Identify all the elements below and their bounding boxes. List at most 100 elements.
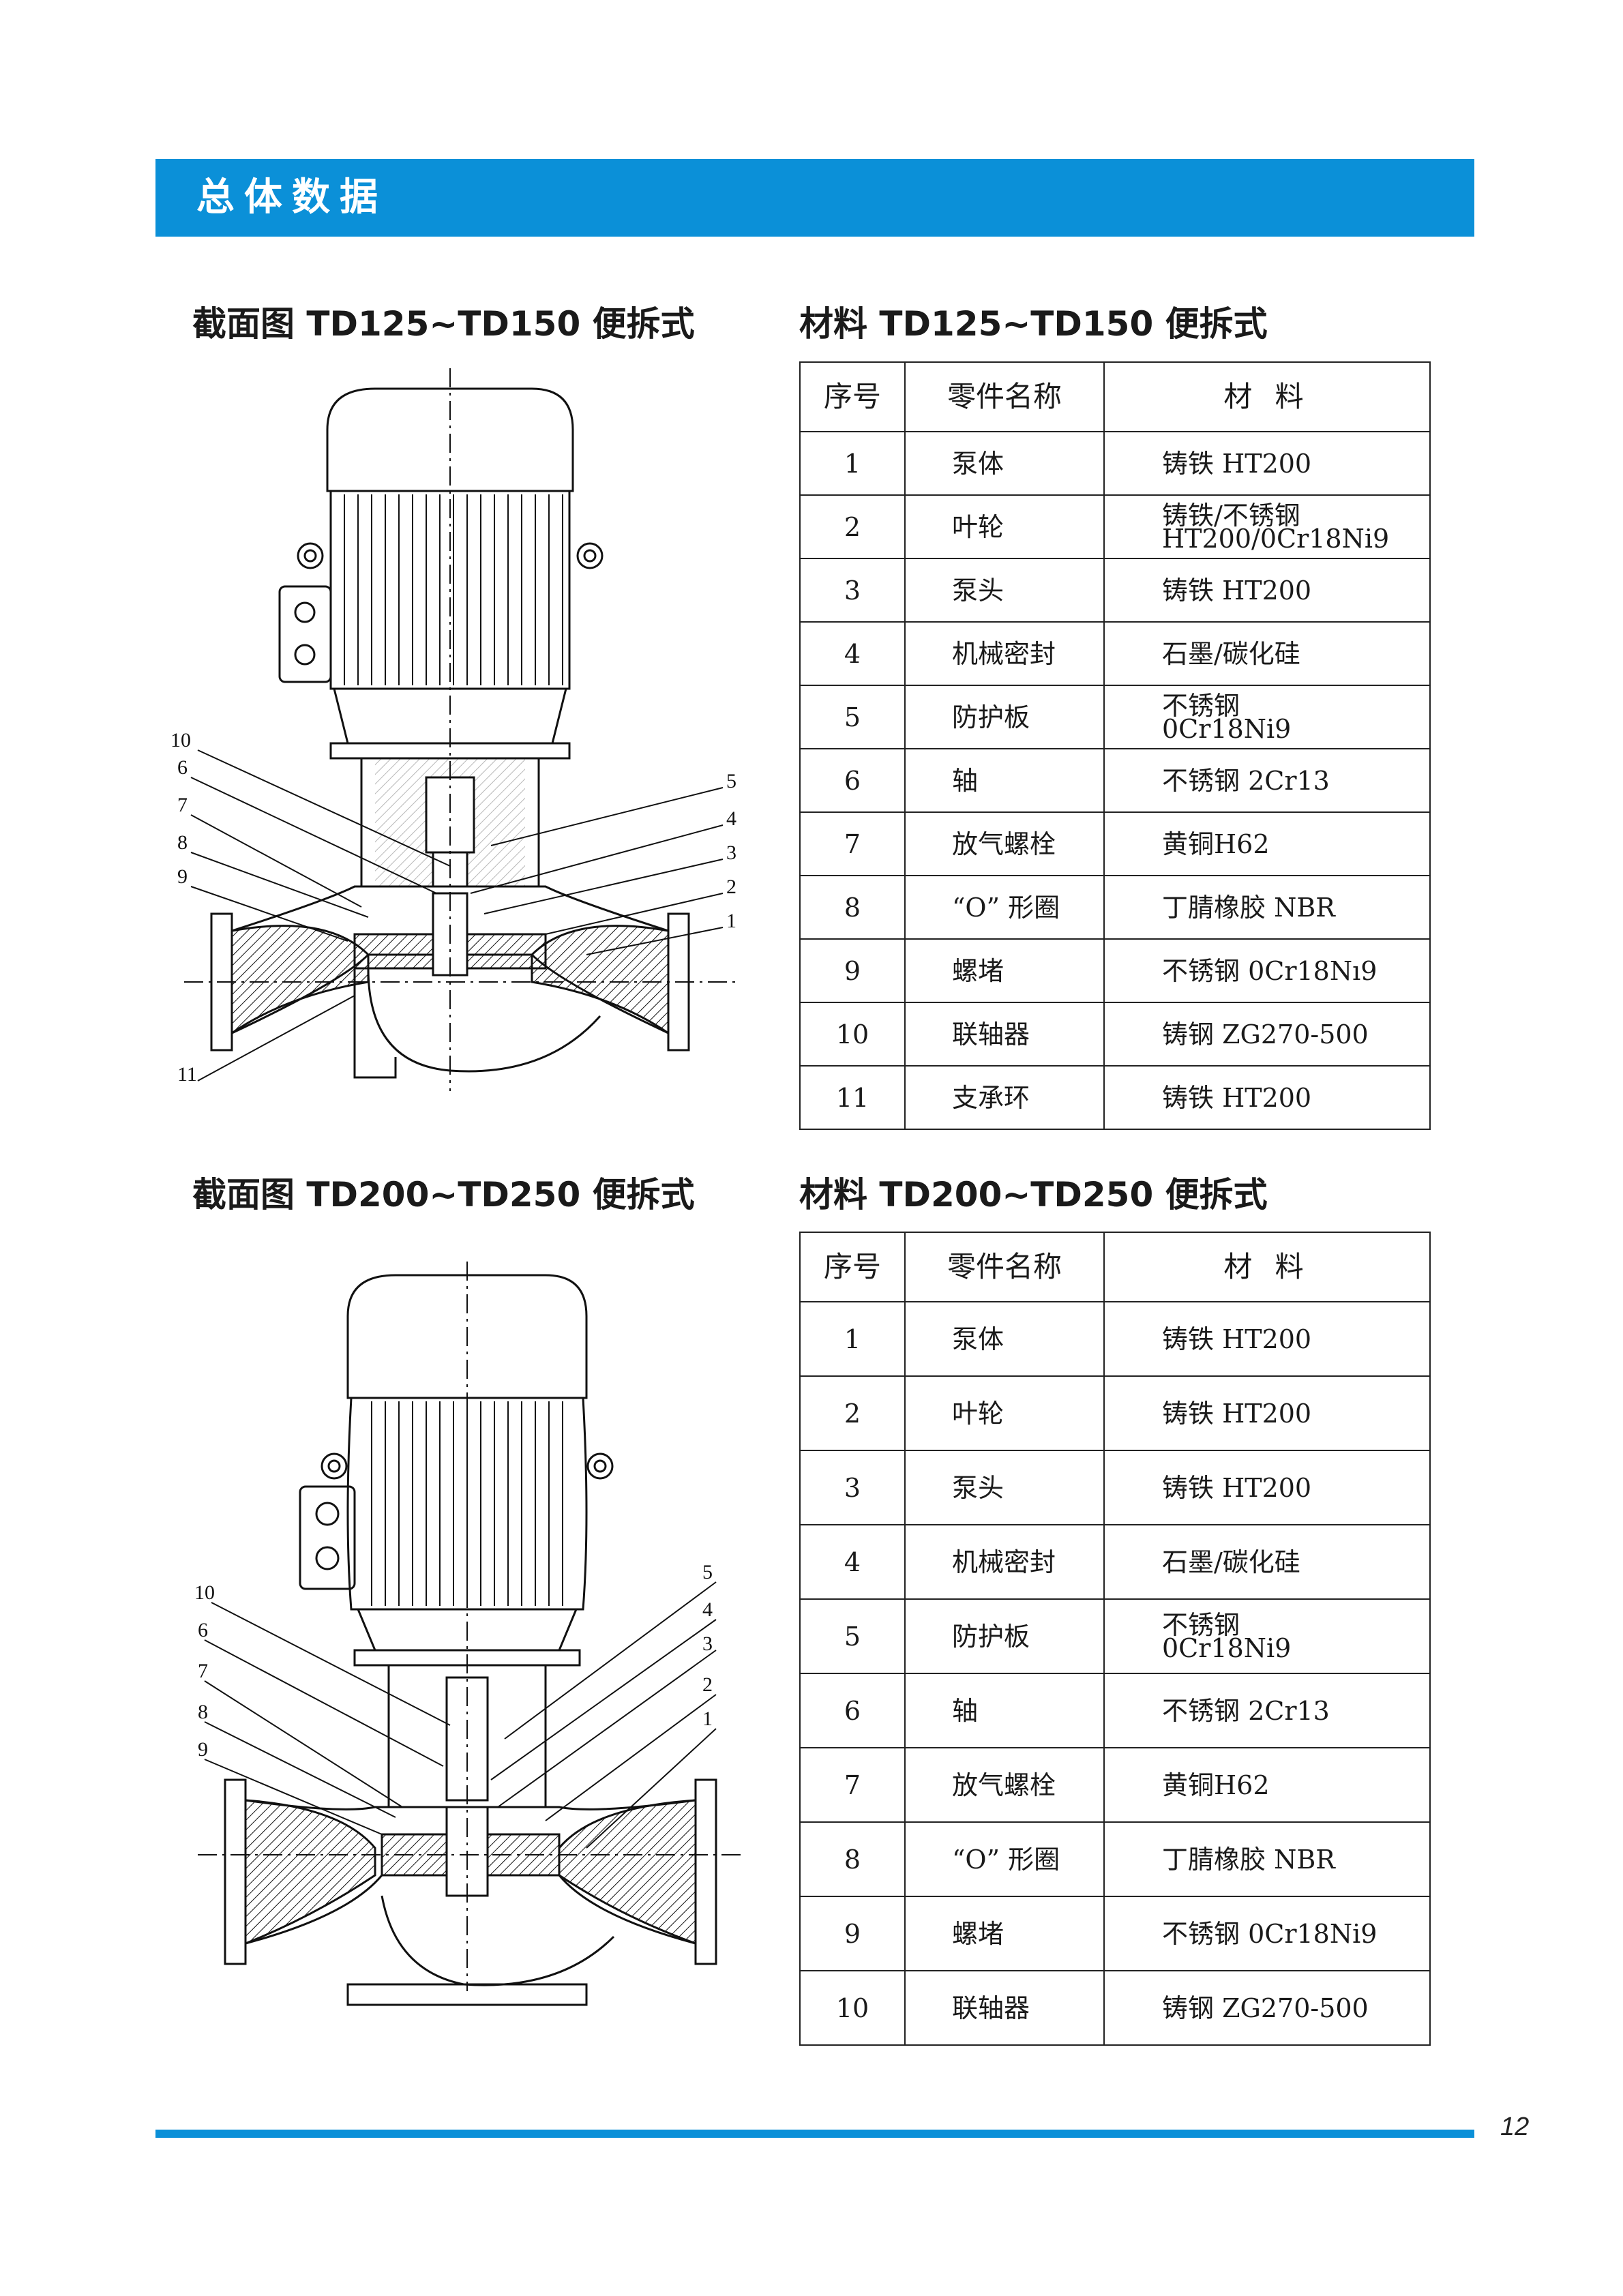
row-no: 6 [799, 748, 906, 813]
header-material: 材 料 [1103, 1232, 1431, 1302]
row-part: 叶轮 [904, 1375, 1105, 1451]
material-line: 丁腈橡胶 NBR [1162, 892, 1335, 923]
row-material: 铸铁 HT200 [1103, 1450, 1431, 1525]
row-material: 石墨/碳化硅 [1103, 1524, 1431, 1600]
callout-label: 3 [702, 1632, 713, 1655]
material-line: 0Cr18Ni9 [1162, 1632, 1292, 1663]
material-line: 铸钢 ZG270-500 [1162, 1019, 1369, 1049]
row-material: 铸铁 HT200 [1103, 431, 1431, 496]
row-no: 5 [799, 685, 906, 749]
row-no: 5 [799, 1598, 906, 1674]
material-line: 不锈钢 [1162, 1609, 1240, 1640]
row-no: 7 [799, 1747, 906, 1823]
row-no: 8 [799, 1821, 906, 1897]
table-row: 11 支承环 铸铁 HT200 [799, 1065, 1431, 1130]
row-material: 不锈钢 2Cr13 [1103, 748, 1431, 813]
table-title-1: 材料 TD125~TD150 便拆式 [799, 304, 1268, 344]
callout-label: 7 [177, 794, 188, 816]
row-no: 10 [799, 1002, 906, 1067]
row-material: 石墨/碳化硅 [1103, 621, 1431, 686]
callout-label: 6 [177, 756, 188, 779]
table-title-2: 材料 TD200~TD250 便拆式 [799, 1175, 1268, 1214]
section-banner: 总体数据 [155, 159, 1474, 237]
header-part: 零件名称 [904, 361, 1105, 432]
row-part: 联轴器 [904, 1970, 1105, 2046]
row-part: 轴 [904, 748, 1105, 813]
material-line: 铸铁 HT200 [1162, 1324, 1312, 1354]
row-part: 轴 [904, 1673, 1105, 1748]
material-line: 不锈钢 0Cr18Ni9 [1162, 1918, 1378, 1949]
callout-label: 2 [726, 876, 736, 898]
callout-label: 11 [177, 1063, 197, 1086]
table-row: 4 机械密封 石墨/碳化硅 [799, 621, 1431, 686]
callout-label: 8 [177, 831, 188, 854]
row-no: 7 [799, 811, 906, 876]
material-line: 铸钢 ZG270-500 [1162, 1993, 1369, 2023]
table-row: 1 泵体 铸铁 HT200 [799, 431, 1431, 496]
row-part: 螺堵 [904, 1896, 1105, 1971]
row-part: 防护板 [904, 685, 1105, 749]
row-no: 3 [799, 1450, 906, 1525]
material-line: 0Cr18Ni9 [1162, 713, 1292, 744]
row-no: 4 [799, 1524, 906, 1600]
row-part: 放气螺栓 [904, 811, 1105, 876]
row-material: 丁腈橡胶 NBR [1103, 875, 1431, 940]
material-line: 铸铁 HT200 [1162, 448, 1312, 479]
footer-rule [155, 2130, 1474, 2138]
row-no: 2 [799, 494, 906, 559]
row-material: 不锈钢 2Cr13 [1103, 1673, 1431, 1748]
material-line: 铸铁 HT200 [1162, 1082, 1312, 1113]
callout-label: 5 [726, 770, 736, 792]
table-row: 7 放气螺栓 黄铜H62 [799, 1747, 1431, 1823]
table-row: 10 联轴器 铸钢 ZG270-500 [799, 1002, 1431, 1067]
material-line: 铸铁/不锈钢 [1162, 500, 1300, 531]
callout-label: 1 [702, 1708, 713, 1730]
table-row: 10 联轴器 铸钢 ZG270-500 [799, 1970, 1431, 2046]
header-material: 材 料 [1103, 361, 1431, 432]
row-no: 9 [799, 938, 906, 1003]
row-material: 铸钢 ZG270-500 [1103, 1970, 1431, 2046]
row-part: “O” 形圈 [904, 875, 1105, 940]
pump-cross-section-2: 10 6 7 8 9 5 4 3 2 1 [177, 1262, 764, 2012]
row-no: 9 [799, 1896, 906, 1971]
row-part: “O” 形圈 [904, 1821, 1105, 1897]
header-no: 序号 [799, 1232, 906, 1302]
row-material: 铸铁 HT200 [1103, 558, 1431, 623]
row-material: 黄铜H62 [1103, 1747, 1431, 1823]
table-row: 8 “O” 形圈 丁腈橡胶 NBR [799, 875, 1431, 940]
row-no: 6 [799, 1673, 906, 1748]
materials-table-2: 序号 零件名称 材 料 1 泵体 铸铁 HT200 2 叶轮 铸铁 HT200 … [799, 1232, 1431, 2046]
row-part: 泵头 [904, 1450, 1105, 1525]
callout-label: 10 [170, 729, 191, 751]
row-material: 不锈钢 0Cr18Ni9 [1103, 1896, 1431, 1971]
row-material: 丁腈橡胶 NBR [1103, 1821, 1431, 1897]
table-row: 6 轴 不锈钢 2Cr13 [799, 1673, 1431, 1748]
material-line: 不锈钢 2Cr13 [1162, 1695, 1330, 1726]
callout-label: 9 [198, 1738, 208, 1761]
row-part: 泵体 [904, 1301, 1105, 1377]
page-number: 12 [1500, 2113, 1530, 2141]
table-header-row: 序号 零件名称 材 料 [799, 1232, 1431, 1302]
pump-cross-section-1: 10 6 7 8 9 11 5 4 3 2 1 [164, 368, 764, 1118]
callout-label: 8 [198, 1701, 208, 1723]
row-part: 泵头 [904, 558, 1105, 623]
table-row: 7 放气螺栓 黄铜H62 [799, 811, 1431, 876]
material-line: 铸铁 HT200 [1162, 1472, 1312, 1503]
callout-label: 4 [702, 1598, 713, 1621]
row-no: 1 [799, 1301, 906, 1377]
callout-label: 7 [198, 1660, 208, 1682]
row-part: 联轴器 [904, 1002, 1105, 1067]
header-no: 序号 [799, 361, 906, 432]
material-line: 不锈钢 2Cr13 [1162, 765, 1330, 796]
diagram-title-2: 截面图 TD200~TD250 便拆式 [192, 1175, 695, 1214]
row-material: 铸铁 HT200 [1103, 1375, 1431, 1451]
material-line: 不锈钢 [1162, 690, 1240, 721]
material-line: 石墨/碳化硅 [1162, 1547, 1300, 1577]
callout-label: 5 [702, 1561, 713, 1583]
table-row: 3 泵头 铸铁 HT200 [799, 558, 1431, 623]
